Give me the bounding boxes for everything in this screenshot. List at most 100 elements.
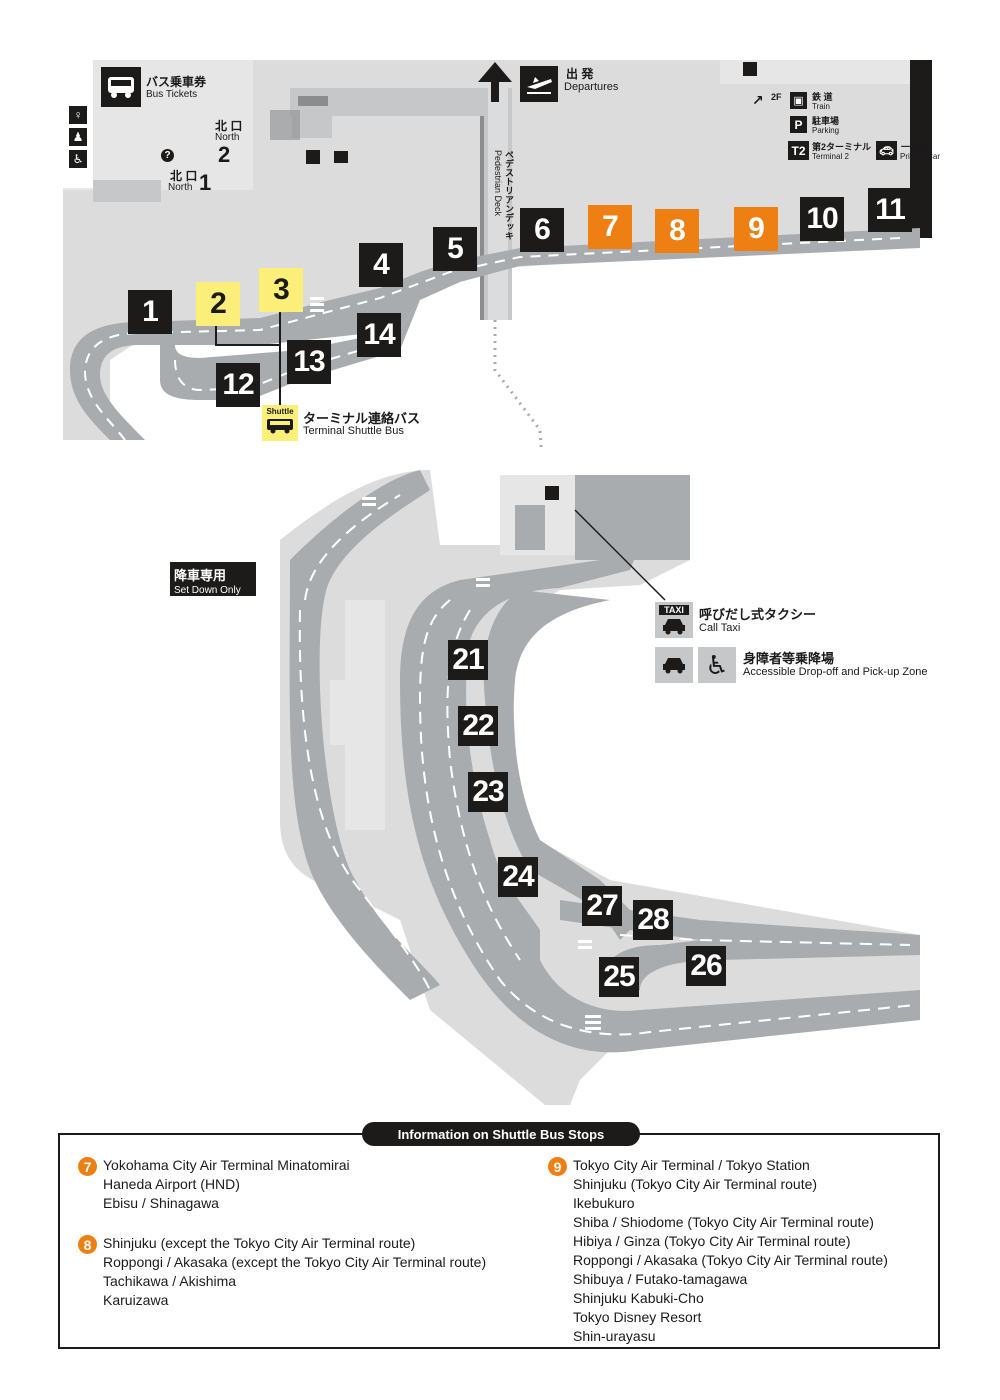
wheelchair-icon: ♿ — [69, 150, 87, 168]
north1-jp: 北 口 — [170, 169, 198, 183]
departures-jp: 出 発 — [566, 67, 594, 81]
private-car-icon: 🚗︎ — [876, 141, 897, 160]
stop8-line: Karuizawa — [103, 1292, 169, 1308]
stop-7: 7 — [588, 205, 632, 249]
call-taxi-jp: 呼びだし式タクシー — [699, 607, 817, 622]
shuttle-icon-text: Shuttle — [266, 407, 294, 416]
stop9-line: Shinjuku (Tokyo City Air Terminal route) — [573, 1176, 818, 1192]
stop-27: 27 — [582, 886, 622, 926]
stop9-line: Tokyo Disney Resort — [573, 1309, 702, 1325]
stop-25: 25 — [599, 957, 639, 997]
stop-1: 1 — [128, 290, 172, 334]
set-down-en: Set Down Only — [174, 585, 241, 596]
stop9-badge: 9 — [548, 1157, 567, 1176]
plane-departure-icon — [520, 66, 558, 102]
pedestrian-deck-jp: ペデストリアンデッキ — [504, 150, 514, 240]
stop7-line: Ebisu / Shinagawa — [103, 1195, 219, 1211]
info-title: Information on Shuttle Bus Stops — [362, 1122, 640, 1146]
top-map — [63, 60, 932, 450]
terminal2-en: Terminal 2 — [812, 152, 849, 161]
stop9-line: Shin-urayasu — [573, 1328, 656, 1344]
north2-jp: 北 口 — [215, 119, 243, 133]
stop9-line: Shibuya / Futako-tamagawa — [573, 1271, 748, 1287]
stop-26: 26 — [686, 946, 726, 986]
wheelchair-icon-bottom: ♿ — [698, 647, 736, 683]
car-icon — [655, 647, 693, 683]
restroom-icon: ♀ — [69, 106, 87, 124]
stop8-line: Roppongi / Akasaka (except the Tokyo Cit… — [103, 1254, 487, 1270]
stop-10: 10 — [800, 197, 844, 241]
bottom-map — [280, 470, 920, 1105]
call-taxi-en: Call Taxi — [699, 622, 741, 634]
information-icon: ? — [161, 149, 174, 162]
stop-22: 22 — [458, 706, 498, 746]
stop9-line: Tokyo City Air Terminal / Tokyo Station — [573, 1157, 810, 1173]
terminal2-icon: T2 — [788, 141, 809, 160]
up-arrow-stem — [491, 80, 499, 102]
stop-4: 4 — [359, 243, 403, 287]
stop9-line: Roppongi / Akasaka (Tokyo City Air Termi… — [573, 1252, 888, 1268]
stop-6: 6 — [520, 208, 564, 252]
stop7-line: Yokohama City Air Terminal Minatomirai — [103, 1157, 350, 1173]
train-jp: 鉄 道 — [812, 92, 833, 102]
stop9-line: Ikebukuro — [573, 1195, 635, 1211]
stop-12: 12 — [216, 363, 260, 407]
terminal2-jp: 第2ターミナル — [812, 142, 872, 152]
set-down-only-label: 降車専用 Set Down Only — [170, 562, 256, 596]
shuttle-jp: ターミナル連絡バス — [303, 411, 421, 426]
stop-24: 24 — [498, 857, 538, 897]
north2-en: North — [215, 132, 240, 143]
set-down-jp: 降車専用 — [174, 568, 227, 583]
nursing-room-icon: ♟ — [69, 128, 87, 146]
stop9-line: Hibiya / Ginza (Tokyo City Air Terminal … — [573, 1233, 851, 1249]
stop9-line: Shiba / Shiodome (Tokyo City Air Termina… — [573, 1214, 874, 1230]
escalator-elevator-icon — [545, 486, 559, 500]
north1-en: North — [168, 182, 193, 193]
private-car-jp: 一般車 — [901, 142, 929, 152]
parking-en: Parking — [812, 126, 840, 135]
train-icon: ▣ — [790, 92, 807, 109]
stop7-badge: 7 — [78, 1157, 97, 1176]
taxi-icon: TAXI — [655, 602, 693, 638]
stop9-line: Shinjuku Kabuki-Cho — [573, 1290, 704, 1306]
accessible-jp: 身障者等乗降場 — [743, 651, 835, 666]
up-arrow-icon — [478, 62, 512, 82]
elevator-icon-right — [743, 62, 757, 76]
stop8-destinations: Shinjuku (except the Tokyo City Air Term… — [103, 1234, 486, 1310]
departures-en: Departures — [564, 81, 619, 93]
taxi-icon-text: TAXI — [659, 605, 689, 615]
train-en: Train — [812, 102, 830, 111]
stop-21: 21 — [448, 640, 488, 680]
stop-8: 8 — [655, 209, 699, 253]
private-car-en: Private Car — [900, 152, 941, 161]
stop-23: 23 — [468, 772, 508, 812]
accessible-en: Accessible Drop-off and Pick-up Zone — [743, 666, 928, 678]
shuttle-en: Terminal Shuttle Bus — [303, 425, 404, 437]
stop-28: 28 — [633, 900, 673, 940]
stop-2: 2 — [196, 282, 240, 326]
stop8-line: Shinjuku (except the Tokyo City Air Term… — [103, 1235, 416, 1251]
elevator-icon — [306, 150, 320, 164]
stop-11: 11 — [868, 188, 912, 232]
stop-14: 14 — [357, 313, 401, 357]
north1-number: 1 — [199, 170, 212, 195]
parking-jp: 駐車場 — [812, 116, 840, 126]
pedestrian-deck-en: Pedestrian Deck — [493, 150, 503, 217]
stop8-line: Tachikawa / Akishima — [103, 1273, 237, 1289]
stop-13: 13 — [287, 340, 331, 384]
pedestrian-deck-label: ペデストリアンデッキ Pedestrian Deck — [484, 150, 514, 270]
north2-number: 2 — [218, 142, 231, 167]
stop9-destinations: Tokyo City Air Terminal / Tokyo Station … — [573, 1156, 888, 1346]
shuttle-bus-icon: Shuttle — [262, 405, 298, 441]
bus-tickets-en: Bus Tickets — [146, 89, 198, 100]
parking-icon: P — [790, 116, 807, 133]
arrow-2f-icon: ↗ — [752, 92, 764, 108]
stop-9: 9 — [734, 207, 778, 251]
bus-tickets-jp: バス乗車券 — [146, 75, 207, 89]
stop8-badge: 8 — [78, 1235, 97, 1254]
stop-3: 3 — [259, 268, 303, 312]
stop-5: 5 — [433, 227, 477, 271]
bus-ticket-icon — [101, 67, 141, 107]
stop7-destinations: Yokohama City Air Terminal Minatomirai H… — [103, 1156, 350, 1213]
no-smoking-icon — [334, 151, 348, 163]
